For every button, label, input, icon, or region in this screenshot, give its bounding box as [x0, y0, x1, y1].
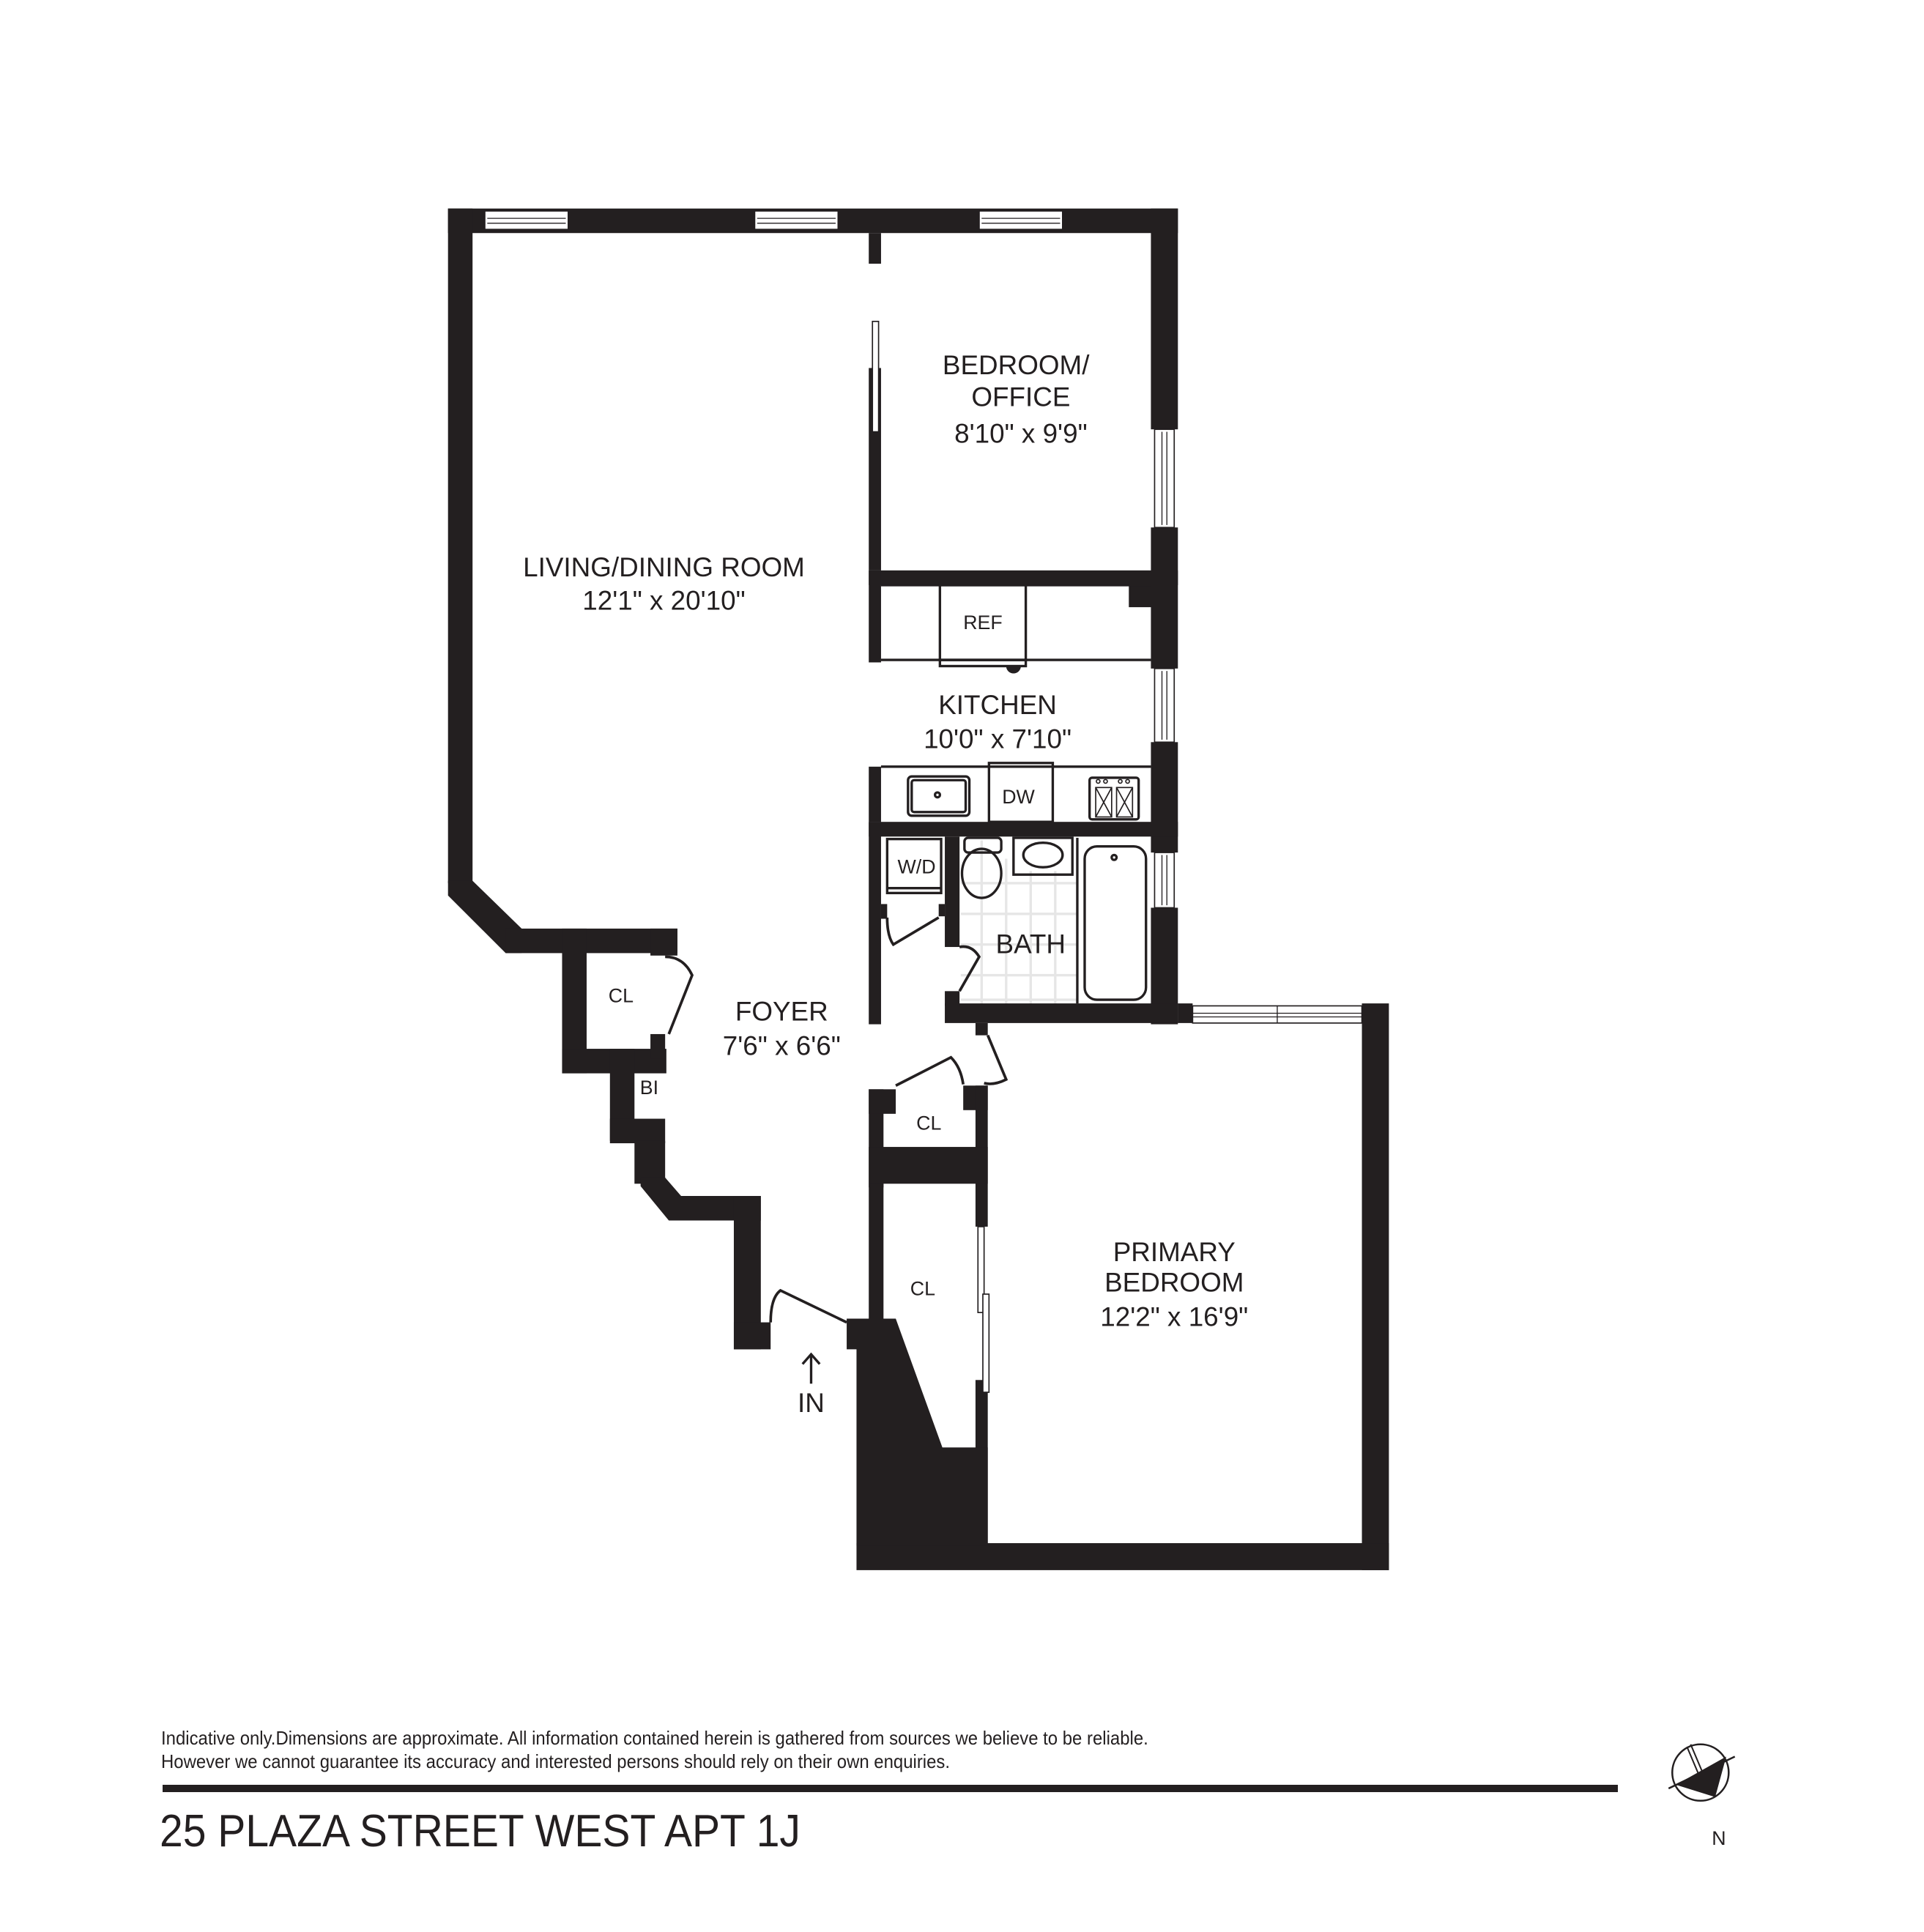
dw-label: DW	[1002, 786, 1035, 808]
ref-label: REF	[963, 612, 1003, 634]
bathtub-icon	[1083, 845, 1148, 1001]
door-primary-bedroom	[984, 1034, 1009, 1085]
entry-label: IN	[798, 1388, 825, 1418]
bath-tile-floor	[960, 840, 1077, 1012]
window-bedroom-office-top	[978, 210, 1063, 231]
window-bath	[1154, 852, 1175, 909]
foyer-dims: 7'6" x 6'6"	[723, 1030, 841, 1060]
sliding-door-closet-2	[982, 1293, 990, 1393]
closet-living-label: CL	[609, 984, 634, 1006]
kitchen-sink-icon	[907, 775, 971, 817]
room-labels: LIVING/DINING ROOM 12'1" x 20'10" BEDROO…	[523, 350, 1248, 1332]
foyer-name: FOYER	[735, 997, 828, 1027]
disclaimer-line-1: Indicative only.Dimensions are approxima…	[161, 1727, 1148, 1749]
closet-long-label: CL	[910, 1278, 935, 1300]
primary-bedroom-name-1: PRIMARY	[1113, 1237, 1236, 1267]
stove-icon	[1088, 776, 1140, 821]
living-room-name: LIVING/DINING ROOM	[523, 552, 805, 582]
primary-bedroom-name-2: BEDROOM	[1104, 1268, 1244, 1298]
bi-label: BI	[640, 1077, 658, 1099]
compass-north-label: N	[1712, 1827, 1726, 1849]
door-swings	[665, 916, 1009, 1324]
entry-door	[769, 1288, 847, 1324]
disclaimer-line-2: However we cannot guarantee its accuracy…	[161, 1750, 951, 1772]
fixture-labels: REF DW W/D CL BI CL CL IN	[609, 612, 1036, 1418]
door-wd	[885, 916, 940, 947]
primary-bedroom-dims: 12'2" x 16'9"	[1100, 1302, 1248, 1332]
sliding-door-closet-1	[977, 1226, 985, 1314]
living-room-dims: 12'1" x 20'10"	[582, 585, 745, 615]
entry-arrow-icon	[801, 1352, 821, 1384]
window-living-2	[754, 210, 839, 231]
dishwasher-icon	[987, 762, 1055, 823]
bath-fixtures	[885, 836, 1148, 1004]
closet-foyer-label: CL	[916, 1112, 941, 1134]
divider-rule	[163, 1785, 1618, 1792]
window-living-1	[484, 210, 569, 231]
bedroom-office-name-1: BEDROOM/	[943, 350, 1090, 380]
bedroom-office-dims: 8'10" x 9'9"	[954, 419, 1088, 449]
window-primary-bedroom	[1192, 1005, 1363, 1024]
windows	[484, 210, 1363, 1024]
wd-label: W/D	[897, 856, 935, 878]
window-kitchen	[1154, 667, 1175, 743]
toilet-icon	[960, 847, 1003, 899]
door-closet-living	[665, 955, 694, 1035]
sliding-door-bedroom-office	[872, 320, 880, 433]
window-bedroom-office-side	[1154, 428, 1175, 529]
bath-name: BATH	[996, 929, 1066, 959]
sliding-doors	[872, 320, 990, 1393]
kitchen-name: KITCHEN	[938, 690, 1057, 720]
kitchen-fixtures	[880, 584, 1151, 823]
bathroom-sink-icon	[1022, 841, 1064, 869]
disclaimer: Indicative only.Dimensions are approxima…	[161, 1726, 1148, 1773]
door-bath	[958, 945, 981, 992]
door-closet-foyer	[895, 1055, 965, 1087]
listing-title: 25 PLAZA STREET WEST APT 1J	[160, 1806, 801, 1857]
kitchen-dims: 10'0" x 7'10"	[924, 724, 1071, 754]
compass-icon	[1668, 1743, 1736, 1802]
bedroom-office-name-2: OFFICE	[971, 382, 1070, 412]
washer-dryer-icon	[885, 837, 943, 895]
